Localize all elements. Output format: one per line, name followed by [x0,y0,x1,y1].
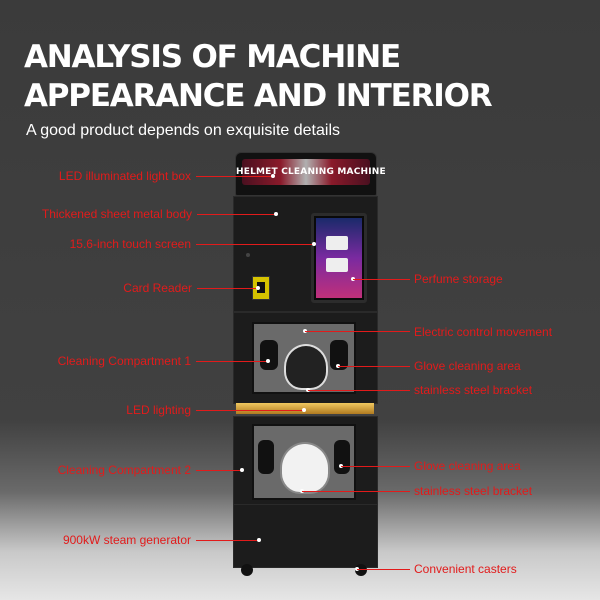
label-touch-screen: 15.6-inch touch screen [69,237,191,251]
helmet-icon [284,344,328,390]
steam-generator-base [233,504,378,568]
callout-line [196,540,258,541]
callout-line [353,279,410,280]
label-glove-cleaning-area-2: Glove cleaning area [414,459,521,473]
label-cleaning-compartment-1: Cleaning Compartment 1 [57,354,191,368]
label-card-reader: Card Reader [123,281,192,295]
callout-line [196,470,241,471]
label-glove-cleaning-area-1: Glove cleaning area [414,359,521,373]
light-box-text: HELMET CLEANING MACHINE [236,167,386,177]
screen-card-1 [326,236,348,250]
led-light-box: HELMET CLEANING MACHINE [235,152,386,196]
card-slot [257,282,265,293]
label-electric-control-movement: Electric control movement [414,325,553,339]
label-cleaning-compartment-2: Cleaning Compartment 2 [57,463,191,477]
callout-dot [257,538,261,542]
caster-wheel-icon [241,564,253,576]
helmet-icon [280,442,330,494]
label-stainless-steel-bracket-2: stainless steel bracket [414,484,533,498]
callout-line [196,410,303,411]
subtitle: A good product depends on exquisite deta… [26,122,341,139]
label-led-lighting: LED lighting [126,403,191,417]
callout-line [308,390,410,391]
card-reader [252,276,270,300]
callout-line [338,366,410,367]
callout-dot [312,242,316,246]
touch-screen [311,213,367,303]
callout-line [341,466,410,467]
callout-dot [274,212,278,216]
callout-line [197,288,257,289]
touch-screen-display [316,218,362,298]
callout-line [196,176,272,177]
label-led-light-box: LED illuminated light box [58,169,191,183]
glove-icon [330,340,348,370]
callout-line [302,491,410,492]
glove-icon [334,440,350,474]
light-box-graphic [242,159,370,185]
lock-keyhole-icon [246,253,250,257]
title-line-2: APPEARANCE AND INTERIOR [24,78,493,114]
label-stainless-steel-bracket-1: stainless steel bracket [414,383,533,397]
callout-dot [266,359,270,363]
callout-dot [240,468,244,472]
label-sheet-metal-body: Thickened sheet metal body [41,207,192,221]
title-line-1: ANALYSIS OF MACHINE [24,39,401,75]
compartment-2-window [252,424,356,500]
label-perfume-storage: Perfume storage [414,272,503,286]
callout-line [357,569,410,570]
callout-dot [271,174,275,178]
callout-line [196,244,313,245]
label-convenient-casters: Convenient casters [414,562,517,576]
callout-line [196,361,267,362]
callout-line [197,214,275,215]
callout-dot [256,286,260,290]
callout-line [305,331,410,332]
screen-card-2 [326,258,348,272]
callout-dot [302,408,306,412]
label-steam-generator: 900kW steam generator [62,533,191,547]
glove-icon [260,340,278,370]
glove-icon [258,440,274,474]
